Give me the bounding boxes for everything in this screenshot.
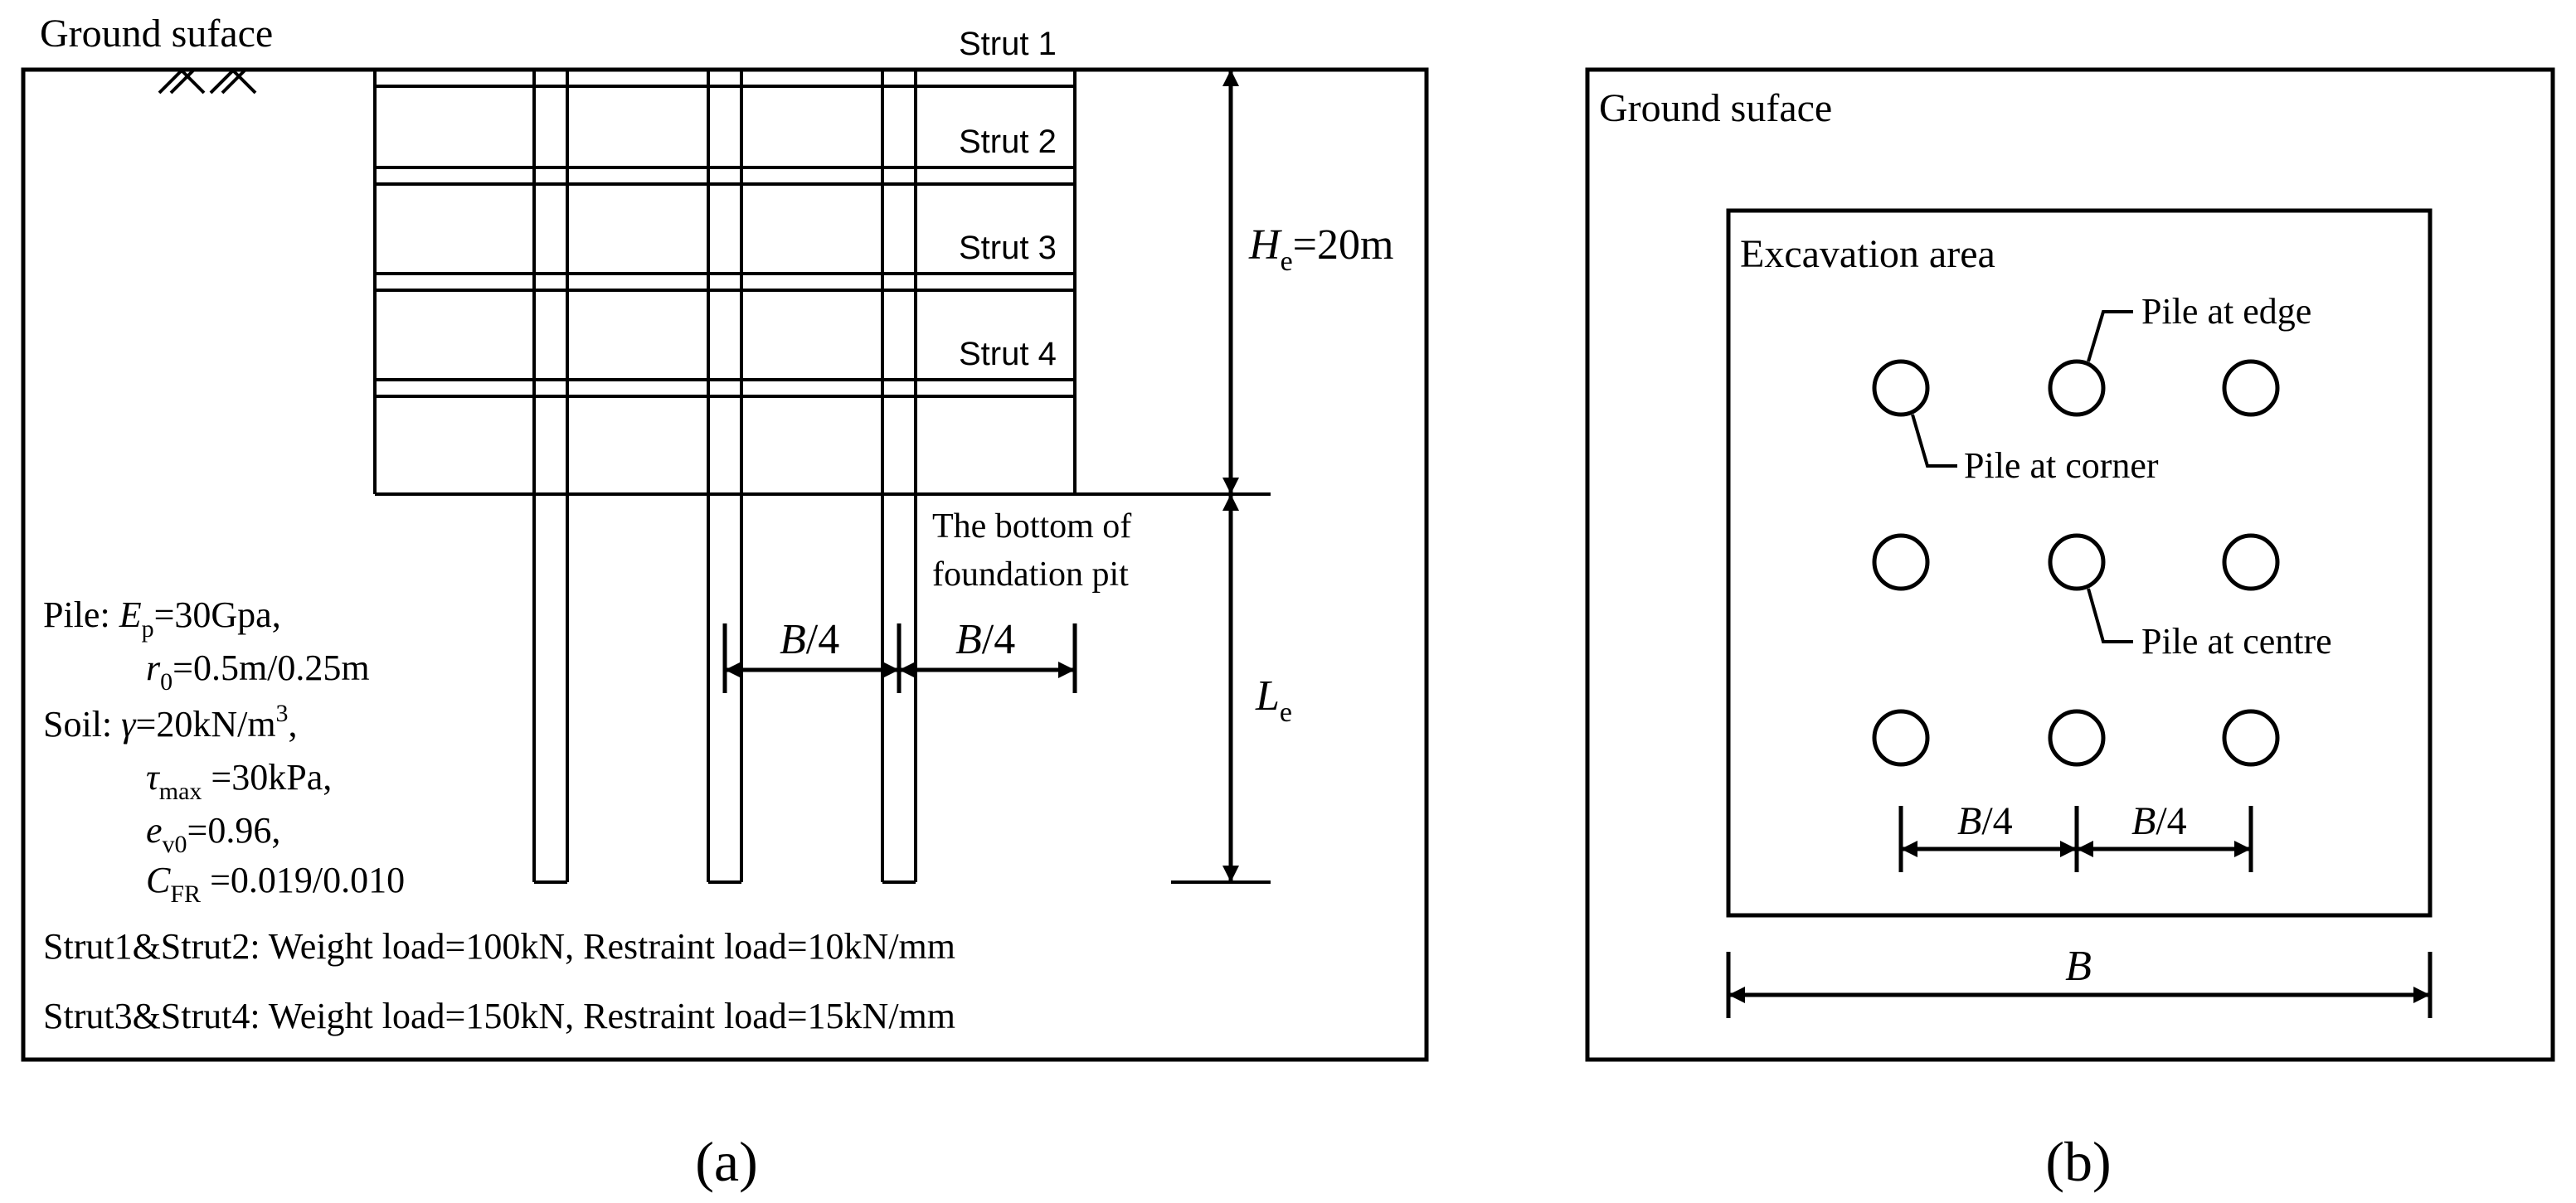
pile-middle [707, 70, 743, 884]
strut-2 [375, 166, 1075, 186]
pile-ep-line: Pile: Ep=30Gpa, [43, 594, 281, 643]
panel-b: Ground suface Excavation area Pile at ed… [1585, 67, 2555, 1193]
strut-labels: Strut 1 Strut 2 Strut 3 Strut 4 [959, 26, 1057, 372]
pit-bottom-label-line1: The bottom of [932, 507, 1131, 546]
pile-left [532, 70, 569, 884]
panel-a-frame [21, 67, 1429, 1062]
ground-hatch-symbol [158, 68, 257, 95]
pile-plan-r1c2 [2048, 359, 2106, 417]
pile-callout-leaders [1911, 310, 2133, 643]
strut-4-label: Strut 4 [959, 336, 1057, 372]
excavation-width-dimension [1726, 952, 2433, 1018]
material-properties: Pile: Ep=30Gpa, r0=0.5m/0.25m Soil: γ=20… [43, 594, 955, 1036]
pile-at-corner-label: Pile at corner [1964, 445, 2159, 486]
strut-4 [375, 378, 1075, 398]
pile-plan-r2c1 [1872, 533, 1930, 591]
strut-2-label: Strut 2 [959, 124, 1057, 160]
soil-ev0-line: ev0=0.96, [146, 810, 280, 858]
panel-a-caption: (a) [695, 1130, 757, 1193]
pile-at-centre-label: Pile at centre [2141, 621, 2332, 662]
panel-b-ground-surface-label: Ground suface [1599, 86, 1832, 130]
panel-a-ground-surface-label: Ground suface [40, 12, 273, 56]
pile-plan-r3c1 [1872, 709, 1930, 767]
spacing-label-a-1: B/4 [780, 616, 839, 663]
spacing-label-b-1: B/4 [1957, 799, 2013, 843]
panel-b-caption: (b) [2045, 1130, 2111, 1193]
leader-pile-centre [2087, 588, 2133, 643]
spacing-label-b-2: B/4 [2131, 799, 2187, 843]
excavation-width-label: B [2065, 943, 2092, 990]
leader-pile-corner [1911, 414, 1957, 468]
strut-3 [375, 272, 1075, 292]
pile-plan-r2c2 [2048, 533, 2106, 591]
strut-1 [375, 68, 1075, 88]
pile-plan-r3c3 [2222, 709, 2280, 767]
strut-load-line-2: Strut3&Strut4: Weight load=150kN, Restra… [43, 996, 955, 1036]
pile-plan-r1c1 [1872, 359, 1930, 417]
pile-r0-line: r0=0.5m/0.25m [146, 648, 370, 696]
soil-cfr-line: CFR =0.019/0.010 [146, 860, 405, 908]
pile-spacing-dimension-a [722, 623, 1077, 693]
leader-pile-edge [2087, 310, 2133, 362]
panel-b-frame [1585, 67, 2555, 1062]
strut-load-line-1: Strut1&Strut2: Weight load=100kN, Restra… [43, 926, 955, 967]
retaining-structure [373, 68, 1271, 884]
pile-right [881, 70, 917, 884]
he-dimension-label: He=20m [1248, 221, 1393, 277]
strut-3-label: Strut 3 [959, 230, 1057, 266]
pile-plan-r2c3 [2222, 533, 2280, 591]
excavation-area-boundary [1726, 208, 2433, 918]
pile-spacing-dimension-b [1898, 806, 2253, 872]
pit-bottom-label-line2: foundation pit [932, 555, 1129, 594]
spacing-label-a-2: B/4 [955, 616, 1015, 663]
pile-at-edge-label: Pile at edge [2141, 291, 2311, 332]
pile-plan-grid [1872, 359, 2280, 767]
soil-tau-line: τmax =30kPa, [146, 757, 332, 805]
excavation-area-label: Excavation area [1740, 232, 1995, 276]
pile-plan-r3c2 [2048, 709, 2106, 767]
panel-a: Ground suface [21, 12, 1429, 1193]
strut-1-label: Strut 1 [959, 26, 1057, 62]
soil-gamma-line: Soil: γ=20kN/m3, [43, 700, 298, 745]
le-dimension-label: Le [1255, 672, 1292, 728]
pile-plan-r1c3 [2222, 359, 2280, 417]
